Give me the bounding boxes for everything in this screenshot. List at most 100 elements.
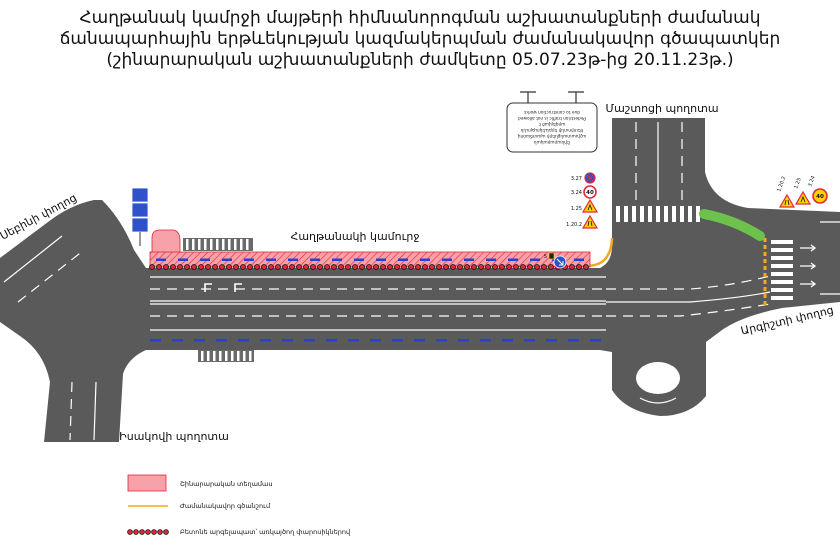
concrete-barrier bbox=[149, 264, 589, 270]
barrier-flashing-light bbox=[485, 264, 491, 270]
sign-code: 3.27 bbox=[571, 176, 582, 182]
legend: Շինարարական տեղամաս Ժամանակավոր գծանշում… bbox=[127, 474, 351, 536]
barrier-flashing-light bbox=[191, 264, 197, 270]
blue-dash-marking bbox=[244, 258, 254, 261]
barrier-flashing-light bbox=[170, 264, 176, 270]
blue-dash-marking bbox=[332, 258, 342, 261]
ramp-arrow bbox=[639, 397, 677, 404]
speed-limit-sign-icon: 40 bbox=[583, 185, 597, 199]
barrier-flashing-light bbox=[478, 264, 484, 270]
keep-right-sign-icon bbox=[548, 252, 567, 269]
crosswalk-stripe bbox=[771, 248, 793, 252]
blue-dash-marking bbox=[574, 258, 584, 261]
traffic-island bbox=[636, 362, 680, 394]
lane-line bbox=[17, 249, 85, 303]
right-junction-road bbox=[600, 118, 840, 416]
barrier-flashing-light bbox=[163, 264, 169, 270]
barrier-flashing-light bbox=[520, 264, 526, 270]
barrier-flashing-light bbox=[548, 264, 554, 270]
barrier-flashing-light bbox=[303, 264, 309, 270]
barrier-flashing-light bbox=[233, 264, 239, 270]
blue-dash-marking bbox=[282, 339, 293, 342]
stair-stripe bbox=[213, 351, 216, 361]
barrier-flashing-light bbox=[464, 264, 470, 270]
lane-arrow-marking bbox=[800, 244, 817, 288]
right-sign-group: 1.20.2 1.25 40 3.24 bbox=[776, 175, 828, 208]
blue-dash-marking bbox=[392, 339, 403, 342]
title-line-3: (շինարարական աշխատանքների ժամկետը 05.07.… bbox=[106, 50, 734, 70]
speed-limit-sign-icon: 40 bbox=[812, 188, 828, 204]
blue-dash-marking bbox=[414, 339, 425, 342]
crosswalk-stripe bbox=[664, 206, 668, 222]
lane-line bbox=[606, 291, 771, 303]
barrier-flashing-light bbox=[373, 264, 379, 270]
temporary-marking-curve bbox=[584, 237, 614, 268]
blue-direction-sign bbox=[131, 187, 149, 246]
barrier-flashing-light bbox=[151, 529, 157, 535]
road-works-sign-icon bbox=[794, 190, 812, 205]
stair-stripe bbox=[237, 351, 240, 361]
blue-dash-marking bbox=[238, 339, 249, 342]
blue-dash-marking bbox=[200, 258, 210, 261]
barrier-flashing-light bbox=[345, 264, 351, 270]
blue-dash-marking bbox=[288, 258, 298, 261]
stair-stripe bbox=[222, 239, 225, 250]
stair-stripe bbox=[240, 239, 243, 250]
blue-dash-marking bbox=[530, 258, 540, 261]
crosswalk-stripe bbox=[632, 206, 636, 222]
barrier-flashing-light bbox=[127, 529, 133, 535]
barrier-flashing-light bbox=[422, 264, 428, 270]
legend-label: Ժամանակավոր գծանշում bbox=[180, 502, 271, 510]
barrier-flashing-light bbox=[331, 264, 337, 270]
blue-dash-marking bbox=[354, 258, 364, 261]
barrier-flashing-light bbox=[261, 264, 267, 270]
stair-stripe bbox=[234, 239, 237, 250]
barrier-flashing-light bbox=[296, 264, 302, 270]
crosswalk-stripe bbox=[771, 280, 793, 284]
turn-arrow-marking bbox=[204, 283, 242, 292]
blue-dash-marking bbox=[508, 258, 518, 261]
stair-stripe bbox=[198, 239, 201, 250]
barrier-flashing-light bbox=[163, 529, 169, 535]
blue-markings-top bbox=[156, 258, 584, 261]
lane-line bbox=[606, 275, 771, 290]
sign-code: 3.24 bbox=[807, 175, 816, 188]
barrier-flashing-light bbox=[149, 264, 155, 270]
barrier-flashing-light bbox=[352, 264, 358, 270]
stair-stripe bbox=[246, 239, 249, 250]
blue-dash-marking bbox=[194, 339, 205, 342]
stair-stripe bbox=[216, 239, 219, 250]
notice-line: արգելված է bbox=[538, 121, 566, 127]
barrier-flashing-light bbox=[310, 264, 316, 270]
barrier-flashing-light bbox=[359, 264, 365, 270]
barrier-flashing-light bbox=[569, 264, 575, 270]
blue-dash-marking bbox=[370, 339, 381, 342]
speed-limit-value: 40 bbox=[816, 194, 824, 200]
barrier-flashing-light bbox=[450, 264, 456, 270]
barrier-flashing-light bbox=[513, 264, 519, 270]
blue-dash-marking bbox=[420, 258, 430, 261]
barrier-flashing-light bbox=[177, 264, 183, 270]
crosswalk-stripe bbox=[640, 206, 644, 222]
barrier-flashing-light bbox=[527, 264, 533, 270]
barrier-flashing-light bbox=[156, 264, 162, 270]
blue-dash-marking bbox=[376, 258, 386, 261]
blue-dash-marking bbox=[310, 258, 320, 261]
lane-line bbox=[3, 235, 63, 283]
stair-stripe bbox=[249, 351, 252, 361]
notice-line: Շինարարական bbox=[534, 139, 571, 145]
road-narrowing-sign-icon bbox=[778, 193, 796, 208]
stair-stripe bbox=[186, 239, 189, 250]
barrier-flashing-light bbox=[415, 264, 421, 270]
legend-label: Շինարարական տեղամաս bbox=[180, 480, 273, 488]
barrier-flashing-light bbox=[457, 264, 463, 270]
crosswalk-argishti bbox=[771, 240, 793, 300]
barrier-flashing-light bbox=[145, 529, 151, 535]
barrier-flashing-light bbox=[541, 264, 547, 270]
road-works-sign-icon bbox=[581, 198, 599, 213]
barrier-flashing-light bbox=[289, 264, 295, 270]
barrier-flashing-light bbox=[492, 264, 498, 270]
stair-stripe bbox=[204, 239, 207, 250]
stair-stripe bbox=[228, 239, 231, 250]
barrier-flashing-light bbox=[219, 264, 225, 270]
